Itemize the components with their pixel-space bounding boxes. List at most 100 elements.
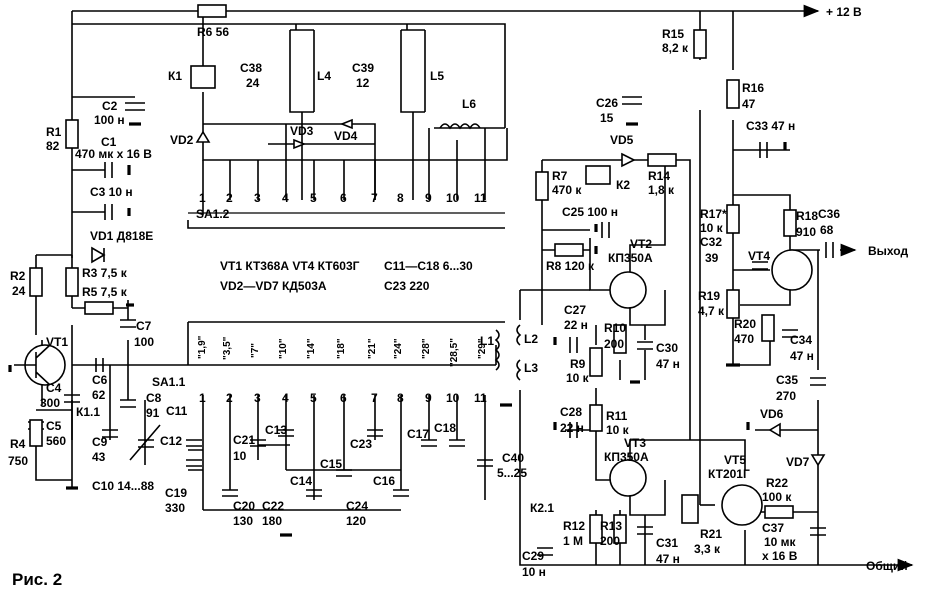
diode-vd2 <box>195 130 211 143</box>
label-r7-value: 470 к <box>552 183 582 197</box>
capacitor-c32 <box>752 261 768 270</box>
capacitor-c9 <box>102 429 118 438</box>
label-c23: С23 <box>350 437 372 451</box>
label-c4: С4 <box>46 381 62 395</box>
label-r16: R16 <box>742 81 764 95</box>
label-c31-value: 47 н <box>656 552 680 566</box>
label-c29: С29 <box>522 549 544 563</box>
capacitor-c35 <box>810 377 826 386</box>
label-contact-8: 8 <box>397 191 404 205</box>
relay-k1 <box>190 65 216 89</box>
label-l2: L2 <box>524 332 538 346</box>
wiring <box>35 4 914 572</box>
capacitor-c6 <box>95 358 104 372</box>
label-c7: С7 <box>136 319 152 333</box>
label-r11-value: 10 к <box>606 423 630 437</box>
label-vt5: VT5 <box>724 453 746 467</box>
label-c1: С1 <box>101 135 117 149</box>
capacitor-c14 <box>306 489 322 497</box>
label-c36: С36 <box>818 207 840 221</box>
label-r4: R4 <box>10 437 26 451</box>
label-c25: С25 100 н <box>562 205 618 219</box>
label-contact-4: 4 <box>282 191 289 205</box>
resistor-r21 <box>681 494 699 524</box>
label-c24-value: 120 <box>346 514 366 528</box>
label-vt3-type: КП350А <box>604 450 649 464</box>
label-c22: С22 <box>262 499 284 513</box>
label-l3: L3 <box>524 361 538 375</box>
label-r2-value: 24 <box>12 284 26 298</box>
label-c8: С8 <box>146 391 162 405</box>
label-c22-value: 180 <box>262 514 282 528</box>
note-diodes: VD2—VD7 КД503А <box>220 279 327 293</box>
label-contact2-1: 1 <box>199 391 206 405</box>
label-r19: R19 <box>698 289 720 303</box>
diode-vd3 <box>293 138 307 150</box>
label-c21-value: 10 <box>233 449 247 463</box>
label-vt3: VT3 <box>624 436 646 450</box>
resistor-r1 <box>65 119 79 149</box>
resistor-r17 <box>726 204 740 234</box>
label-r14-value: 1,8 к <box>648 183 675 197</box>
label-sa1-1: SA1.1 <box>152 375 186 389</box>
label-c5: С5 <box>46 419 62 433</box>
notes: VT1 КТ368А VT4 КТ603Г VD2—VD7 КД503А С11… <box>220 259 473 293</box>
label-vt2: VT2 <box>630 237 652 251</box>
label-vt2-type: КП350А <box>608 251 653 265</box>
inductor-l3 <box>516 359 522 381</box>
label-c19-value: 330 <box>165 501 185 515</box>
label-c6: С6 <box>92 373 108 387</box>
label-c1-value: 470 мк х 16 В <box>75 147 152 161</box>
label-k2-1: К2.1 <box>530 501 554 515</box>
label-band-14: "14" <box>306 338 317 359</box>
capacitor-c28 <box>569 422 578 438</box>
diode-vd4 <box>339 118 353 130</box>
components <box>14 4 834 556</box>
figure-caption: Рис. 2 <box>12 570 62 589</box>
transistor-vt2 <box>609 271 647 309</box>
label-c5-value: 560 <box>46 434 66 448</box>
label-c31: С31 <box>656 536 678 550</box>
capacitor-c33 <box>759 142 768 158</box>
label-contact2-4: 4 <box>282 391 289 405</box>
label-r18-value: 910 <box>796 225 816 239</box>
label-c6-value: 62 <box>92 388 106 402</box>
resistor-r14 <box>647 153 677 167</box>
label-r21: R21 <box>700 527 722 541</box>
label-vd2: VD2 <box>170 133 194 147</box>
label-vd1: VD1 Д818Е <box>90 229 153 243</box>
label-sa1-2: SA1.2 <box>196 207 230 221</box>
capacitor-c30 <box>637 341 653 350</box>
label-c29-value: 10 н <box>522 565 546 579</box>
label-c39: С39 <box>352 61 374 75</box>
capacitor-c10 <box>129 424 161 461</box>
label-contact-7: 7 <box>371 191 378 205</box>
capacitor-c12 <box>186 459 202 467</box>
label-r15-value: 8,2 к <box>662 41 689 55</box>
label-r2: R2 <box>10 269 26 283</box>
label-contact2-11: 11 <box>474 391 487 405</box>
label-r11: R11 <box>606 409 628 423</box>
label-c13: С13 <box>265 423 287 437</box>
label-contact2-5: 5 <box>310 391 317 405</box>
label-r6: R6 56 <box>197 25 229 39</box>
label-band-29: "29" <box>477 338 488 359</box>
inductor-l2 <box>516 324 522 346</box>
resistor-r20 <box>761 314 775 342</box>
label-c37: С37 <box>762 521 784 535</box>
label-r10-value: 200 <box>604 337 624 351</box>
capacitor-c13 <box>278 429 294 437</box>
label-vt5-type: КТ201Г <box>708 467 750 481</box>
label-band-28-5: "28,5" <box>449 338 460 367</box>
label-r1-value: 82 <box>46 139 60 153</box>
label-c15: С15 <box>320 457 342 471</box>
capacitor-c23 <box>367 429 383 437</box>
label-r13-value: 200 <box>600 534 620 548</box>
label-r13: R13 <box>600 519 622 533</box>
zener-vd1 <box>91 246 106 264</box>
note-c23: С23 220 <box>384 279 430 293</box>
label-l1: L1 <box>480 334 494 348</box>
resistor-r16 <box>726 79 740 109</box>
label-r17: R17* <box>700 207 727 221</box>
